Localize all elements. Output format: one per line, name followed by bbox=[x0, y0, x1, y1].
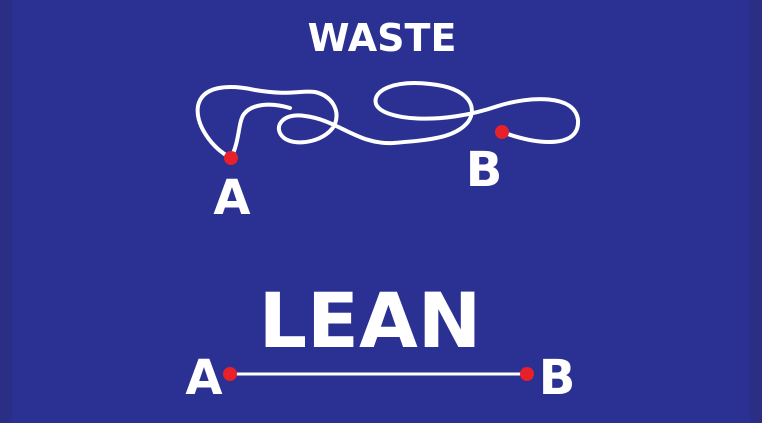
lean-start-dot bbox=[223, 367, 237, 381]
lean-title: LEAN bbox=[259, 276, 482, 365]
waste-end-dot bbox=[495, 125, 509, 139]
left-edge-panel bbox=[0, 0, 12, 423]
waste-end-label: B bbox=[466, 142, 503, 198]
waste-start-dot bbox=[224, 151, 238, 165]
waste-section: WASTE A B bbox=[195, 16, 581, 226]
right-edge-panel bbox=[750, 0, 762, 423]
waste-start-label: A bbox=[213, 170, 250, 226]
lean-section: LEAN A B bbox=[185, 276, 575, 406]
lean-end-label: B bbox=[539, 350, 576, 406]
waste-title: WASTE bbox=[308, 16, 457, 60]
lean-start-label: A bbox=[185, 350, 222, 406]
waste-winding-path bbox=[195, 81, 581, 160]
lean-end-dot bbox=[520, 367, 534, 381]
